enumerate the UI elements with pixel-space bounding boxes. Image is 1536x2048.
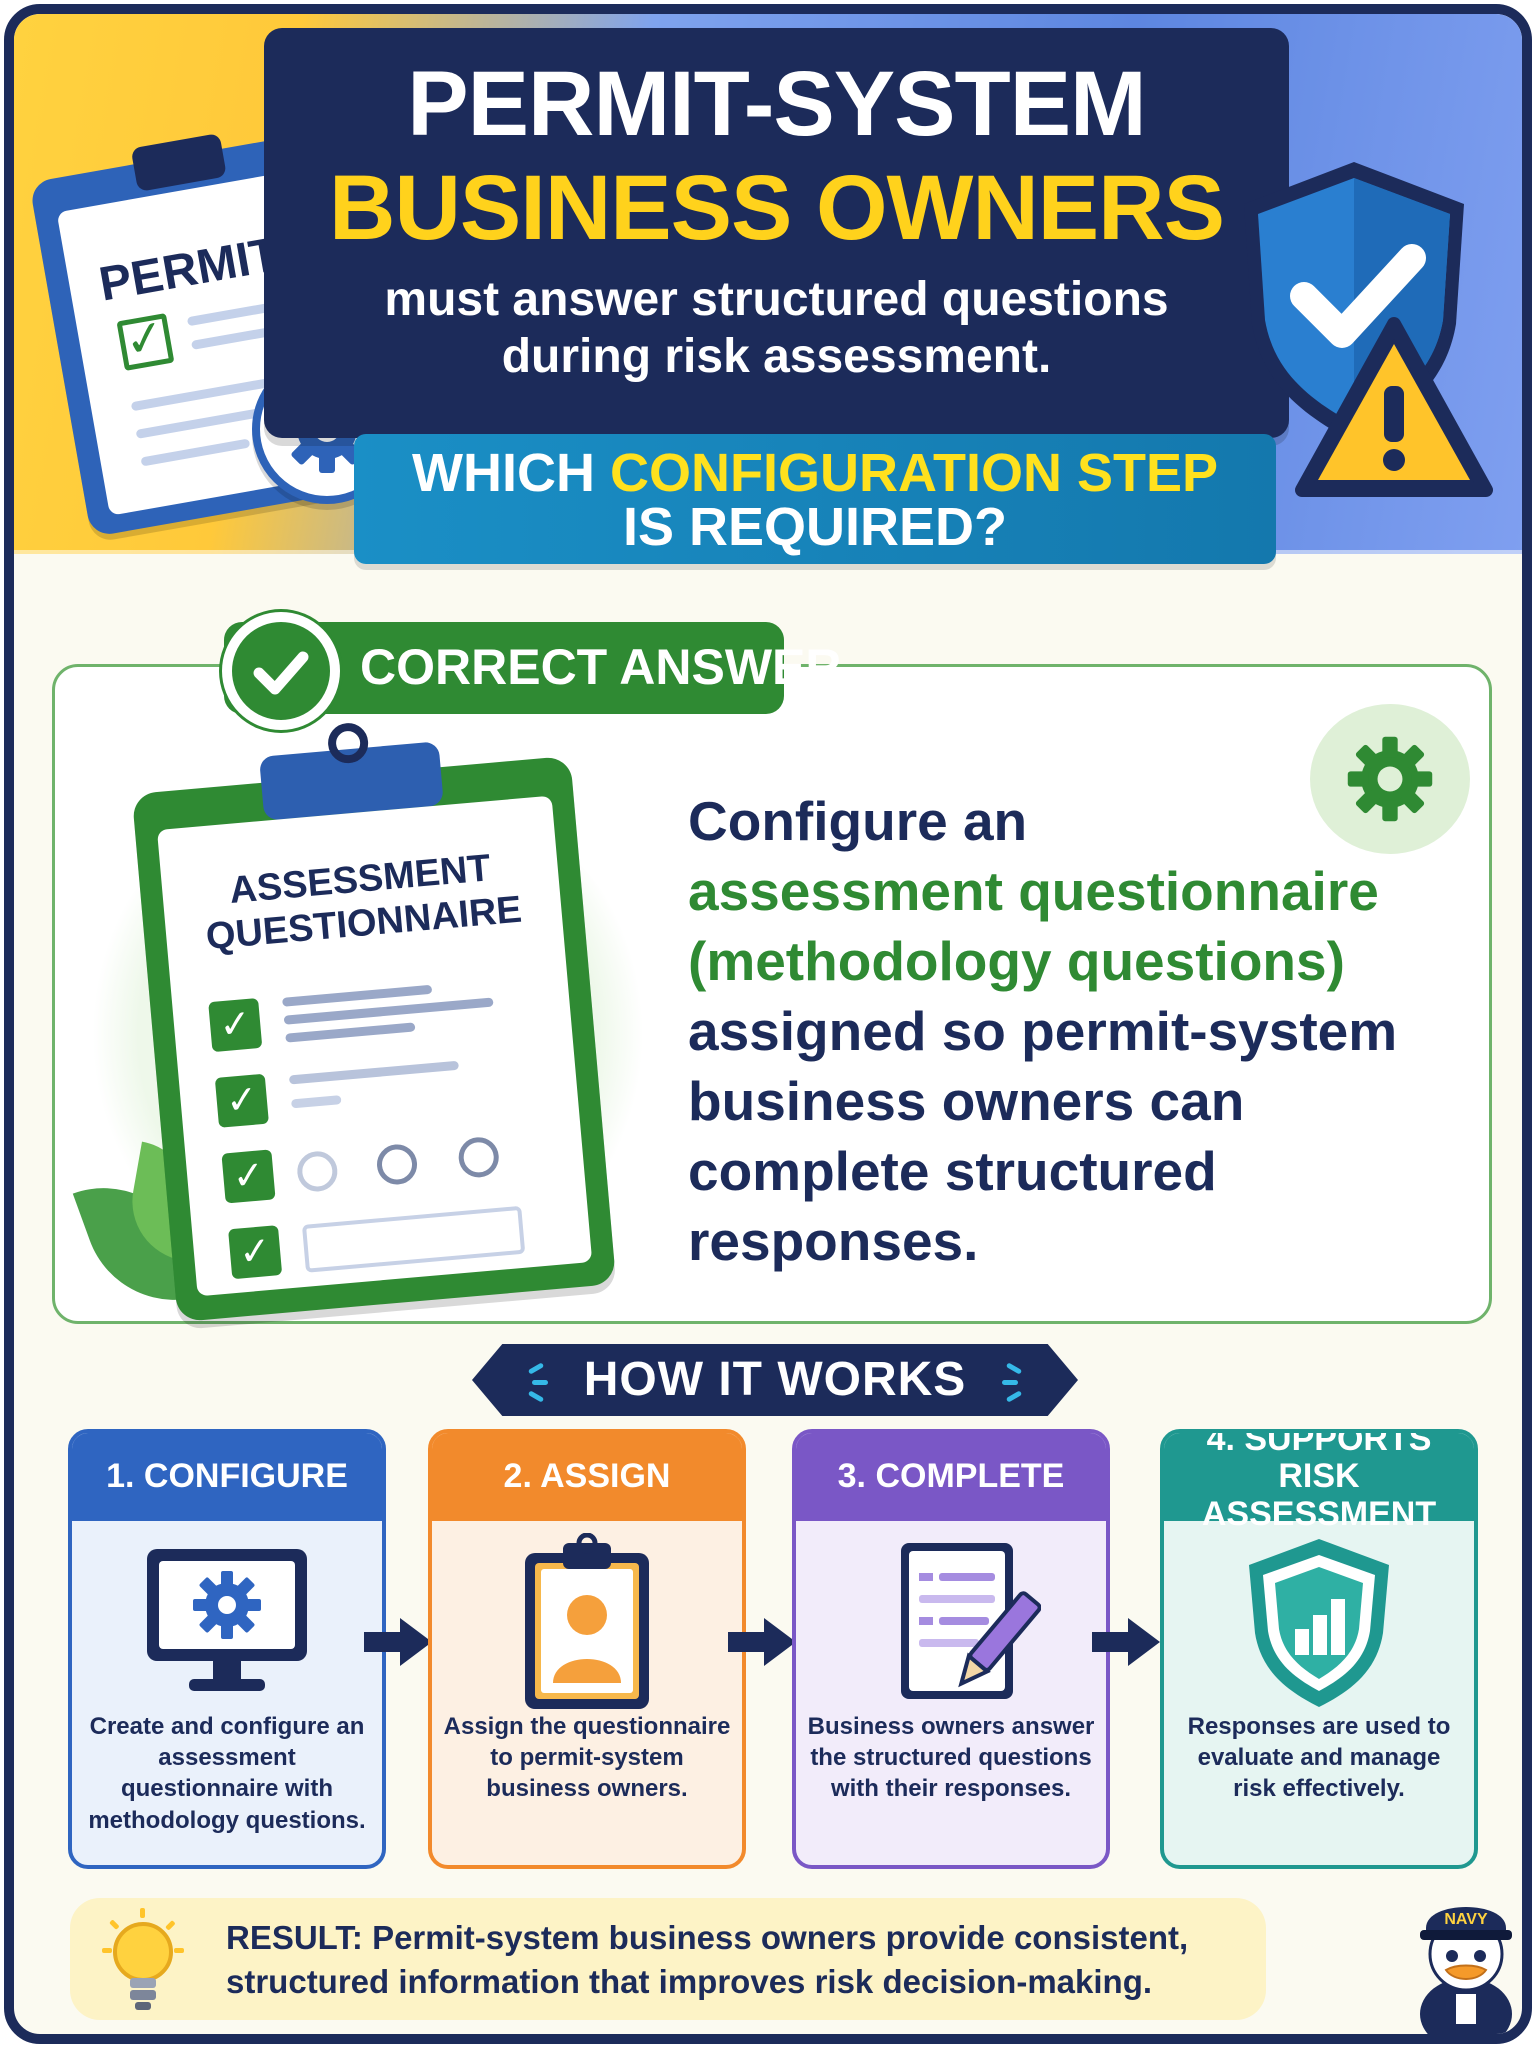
answer-rest: assigned so permit-system business owner…	[688, 1000, 1398, 1272]
subtitle: must answer structured questions during …	[384, 273, 1169, 383]
infographic-frame: PERMIT ✓ PERMIT-SYSTEM BU	[4, 4, 1532, 2044]
step-title: 1. CONFIGURE	[72, 1433, 382, 1521]
question-prefix: WHICH	[412, 443, 595, 503]
document-pencil-icon	[796, 1533, 1106, 1713]
radio-icon	[295, 1149, 339, 1194]
monitor-gear-icon	[72, 1533, 382, 1713]
questionnaire-paper: ASSESSMENT QUESTIONNAIRE ✓ ✓ ✓ ✓	[156, 795, 593, 1297]
checkbox-icon: ✓	[116, 310, 175, 371]
text-line	[290, 1095, 342, 1109]
result-label: RESULT:	[226, 1919, 363, 1956]
checkbox-icon: ✓	[228, 1225, 283, 1280]
radio-icon	[457, 1135, 501, 1179]
title-line-1: PERMIT-SYSTEM	[407, 53, 1146, 155]
title-panel	[264, 28, 1289, 438]
answer-text: Configure an assessment questionnaire (m…	[688, 786, 1448, 1276]
warning-icon	[1294, 314, 1494, 504]
shield-chart-icon	[1164, 1533, 1474, 1713]
step-configure: 1. CONFIGURE	[68, 1429, 386, 1869]
questionnaire-clipboard-icon: ASSESSMENT QUESTIONNAIRE ✓ ✓ ✓ ✓	[131, 721, 617, 1323]
arrow-right-icon	[728, 1618, 796, 1666]
question-line-2: IS REQUIRED?	[622, 497, 1008, 557]
text-line	[282, 984, 433, 1007]
checkbox-icon: ✓	[214, 1073, 269, 1128]
title-line-2: BUSINESS OWNERS	[329, 157, 1225, 259]
result-body: Permit-system business owners provide co…	[226, 1919, 1189, 2000]
arrow-right-icon	[1092, 1618, 1160, 1666]
how-it-works-banner	[472, 1344, 1078, 1416]
step-title: 4. SUPPORTS RISK ASSESSMENT	[1164, 1433, 1474, 1532]
result-box	[70, 1898, 1266, 2020]
step-title: 2. ASSIGN	[432, 1433, 742, 1521]
checkbox-icon: ✓	[208, 997, 263, 1053]
text-line	[288, 1060, 459, 1085]
text-line	[140, 438, 251, 467]
spark-decoration	[1002, 1380, 1018, 1385]
result-text: RESULT: Permit-system business owners pr…	[226, 1916, 1256, 2004]
step-description: Responses are used to evaluate and manag…	[1187, 1713, 1451, 1803]
step-description: Business owners answer the structured qu…	[807, 1713, 1095, 1803]
arrow-right-icon	[364, 1618, 432, 1666]
text-field-icon	[301, 1205, 526, 1273]
answer-intro: Configure an	[688, 790, 1028, 852]
radio-icon	[375, 1142, 419, 1187]
clipboard-user-icon	[432, 1533, 742, 1713]
step-supports-risk-assessment: 4. SUPPORTS RISK ASSESSMENT Responses ar…	[1160, 1429, 1478, 1869]
how-it-works-title: HOW IT WORKS	[583, 1353, 967, 1406]
step-complete: 3. COMPLETE Business owners answer the s…	[792, 1429, 1110, 1869]
answer-highlight: assessment questionnaire (methodology qu…	[688, 860, 1379, 992]
check-circle-icon	[222, 612, 340, 730]
spark-decoration	[532, 1380, 548, 1385]
step-title: 3. COMPLETE	[796, 1433, 1106, 1521]
step-description: Assign the questionnaire to permit-syste…	[443, 1713, 731, 1803]
checkbox-icon: ✓	[221, 1149, 276, 1204]
permit-label: PERMIT	[95, 227, 284, 312]
question-banner	[354, 434, 1276, 564]
question-highlight: CONFIGURATION STEP	[609, 443, 1218, 503]
gear-icon	[1310, 704, 1470, 854]
questionnaire-title: ASSESSMENT QUESTIONNAIRE	[204, 847, 524, 958]
question-line-1: WHICH CONFIGURATION STEP	[354, 446, 1276, 500]
duck-mascot-icon: NAVY	[1420, 1907, 1512, 2034]
text-line	[285, 1022, 416, 1043]
step-assign: 2. ASSIGN Assign the questionnaire to pe…	[428, 1429, 746, 1869]
mascot-cap-text: NAVY	[1444, 1911, 1488, 1928]
correct-answer-label: CORRECT ANSWER	[360, 639, 842, 695]
lightbulb-icon	[102, 1908, 184, 2010]
step-description: Create and configure an assessment quest…	[88, 1713, 366, 1834]
